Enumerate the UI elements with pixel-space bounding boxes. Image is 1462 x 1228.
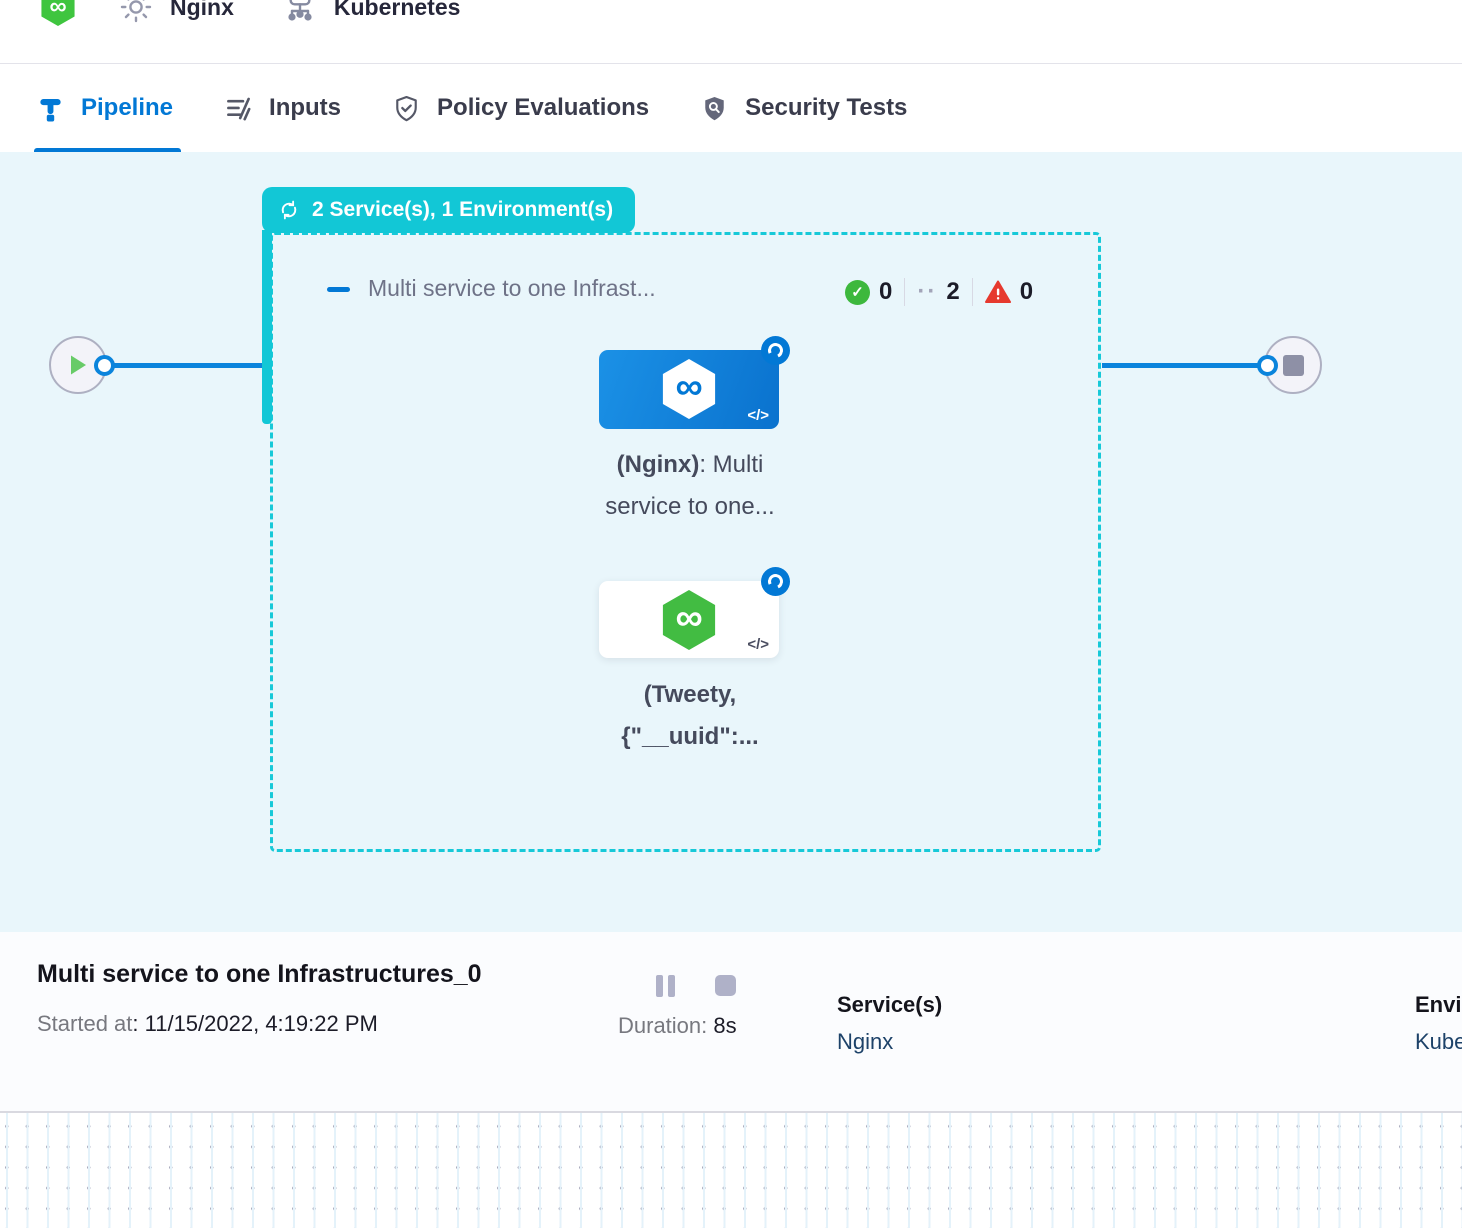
started-at: Started at: 11/15/2022, 4:19:22 PM — [37, 1011, 378, 1036]
tab-policy-evaluations[interactable]: Policy Evaluations — [393, 64, 649, 152]
looping-strategy-badge[interactable] — [761, 336, 790, 365]
stage-group-edge — [262, 230, 272, 424]
tab-pipeline[interactable]: Pipeline — [33, 64, 182, 152]
pipeline-edge — [104, 363, 266, 368]
collapse-minus-icon[interactable] — [327, 287, 350, 292]
stage-node-label[interactable]: (Nginx): Multi service to one... — [605, 451, 775, 520]
stage-node-tweety[interactable]: ∞ </> — [599, 567, 790, 658]
pause-button[interactable] — [656, 975, 680, 998]
security-shield-icon — [705, 96, 724, 120]
pipeline-icon — [40, 98, 61, 121]
stage-node-label[interactable]: (Tweety, {"__uuid":... — [621, 681, 759, 750]
environments-value-link[interactable]: Kubernetes — [1415, 1029, 1462, 1054]
stage-status-summary: ✓ 0 ·· 2 0 — [845, 274, 1033, 310]
running-count: 2 — [946, 278, 960, 305]
inputs-icon — [227, 97, 251, 120]
success-count: 0 — [879, 278, 893, 305]
execution-footer: Multi service to one Infrastructures_0 S… — [0, 932, 1462, 1111]
services-label: Service(s) — [837, 992, 943, 1017]
execution-header: ∞ Nginx — [0, 0, 1462, 64]
failed-warning-icon — [984, 280, 1011, 303]
services-environments-badge[interactable]: 2 Service(s), 1 Environment(s) — [262, 187, 636, 233]
stage-node-nginx[interactable]: ∞ </> — [599, 336, 790, 429]
badge-label: 2 Service(s), 1 Environment(s) — [312, 198, 614, 221]
console-grid-area[interactable] — [0, 1111, 1462, 1228]
stop-square-icon — [1282, 354, 1304, 376]
edge-connector-dot[interactable] — [1257, 355, 1278, 376]
loop-icon — [281, 200, 297, 220]
status-separator — [904, 278, 906, 306]
tab-inputs[interactable]: Inputs — [225, 64, 341, 152]
pipeline-edge — [1102, 363, 1260, 368]
stage-group-container[interactable] — [270, 232, 1101, 852]
duration: Duration: 8s — [618, 1013, 737, 1038]
environments-column: Environment(s) Kubernetes — [1415, 992, 1462, 1055]
services-column: Service(s) Nginx — [837, 992, 942, 1055]
kubernetes-infra-icon — [284, 0, 316, 23]
looping-strategy-badge[interactable] — [761, 567, 790, 596]
policy-shield-icon — [396, 95, 417, 121]
services-value-link[interactable]: Nginx — [837, 1029, 894, 1054]
success-check-icon: ✓ — [845, 279, 870, 305]
infrastructure-name[interactable]: Kubernetes — [333, 0, 461, 20]
template-code-icon: </> — [747, 407, 769, 424]
failed-count: 0 — [1019, 278, 1034, 305]
environments-label: Environment(s) — [1415, 992, 1462, 1017]
pipeline-canvas[interactable]: 2 Service(s), 1 Environment(s) Multi ser… — [0, 152, 1462, 932]
stop-button[interactable] — [715, 975, 739, 998]
service-name[interactable]: Nginx — [170, 0, 234, 20]
harness-service-icon: ∞ — [41, 0, 75, 26]
status-separator — [971, 278, 973, 306]
execution-tabbar: Pipeline Inputs Policy Evaluations — [0, 64, 1462, 152]
settings-gear-icon — [120, 0, 152, 23]
stage-title[interactable]: Multi service to one Infrast... — [368, 275, 656, 301]
edge-connector-dot[interactable] — [94, 355, 115, 376]
tab-security-tests[interactable]: Security Tests — [701, 64, 907, 152]
play-icon — [71, 355, 86, 375]
execution-title: Multi service to one Infrastructures_0 — [37, 960, 482, 988]
template-code-icon: </> — [747, 636, 769, 653]
